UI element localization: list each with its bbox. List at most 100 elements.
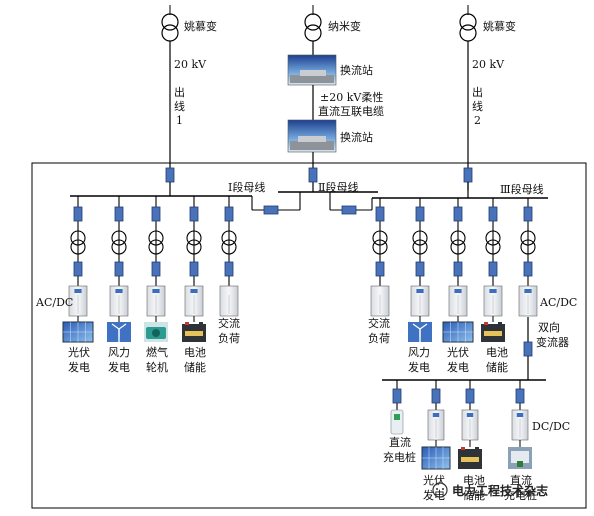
dc-charger-label-1: 直流 bbox=[389, 435, 411, 449]
right-load-2-line1: 风力 bbox=[408, 346, 430, 359]
transformer-icon bbox=[148, 230, 164, 246]
dc-pv-label-1: 光伏 bbox=[423, 473, 445, 487]
transformer-icon bbox=[412, 230, 428, 246]
bus2-label: Ⅱ段母线 bbox=[318, 180, 358, 194]
dc-feeder bbox=[508, 380, 532, 469]
right-feeder bbox=[518, 198, 538, 317]
left-load-3-line1: 燃气 bbox=[146, 345, 168, 359]
breaker-icon bbox=[463, 167, 473, 183]
breaker-icon bbox=[488, 261, 498, 277]
right-load-1-line2: 负荷 bbox=[368, 331, 390, 345]
gas-turbine-icon bbox=[144, 322, 168, 342]
breaker-icon bbox=[189, 206, 199, 222]
ev-charger-icon bbox=[390, 409, 404, 435]
left-feeder bbox=[144, 196, 168, 342]
right-feeders bbox=[370, 198, 538, 343]
right-load-2-line2: 发电 bbox=[408, 360, 430, 374]
left-load-captions: 光伏 发电 风力 发电 燃气 轮机 电池 储能 交流 负荷 bbox=[68, 316, 240, 374]
bidirectional-label-1: 双向 bbox=[538, 320, 560, 334]
breaker-icon bbox=[308, 167, 318, 183]
dc-battery-label-2: 储能 bbox=[463, 488, 485, 502]
pv-panel-icon bbox=[442, 321, 474, 343]
right-feeder bbox=[408, 198, 432, 342]
pv-panel-icon bbox=[62, 321, 94, 343]
breaker-icon bbox=[488, 206, 498, 222]
breaker-icon bbox=[375, 206, 385, 222]
dc-pv-label-2: 发电 bbox=[423, 488, 445, 502]
breaker-icon bbox=[114, 261, 124, 277]
source-right: 姚慕变 20 kV 出 线 2 bbox=[459, 5, 516, 190]
battery-icon bbox=[458, 447, 482, 469]
dc-subsystem: 双向 变流器 DC/DC 直流 充电桩 光伏 发电 电池 储能 直流 充电桩 bbox=[382, 317, 570, 502]
left-voltage-label: 20 kV bbox=[174, 58, 207, 71]
breaker-icon bbox=[151, 206, 161, 222]
dc-feeder bbox=[421, 380, 451, 470]
right-load-1-line1: 交流 bbox=[368, 316, 390, 330]
right-feeder bbox=[370, 198, 390, 317]
left-feeder-char2: 线 bbox=[174, 99, 185, 113]
transformer-icon bbox=[485, 230, 501, 246]
left-transformer-label: 姚慕变 bbox=[184, 19, 217, 33]
dc-battery-label-1: 电池 bbox=[463, 474, 485, 487]
breaker-icon bbox=[453, 261, 463, 277]
right-load-captions: 交流 负荷 风力 发电 光伏 发电 电池 储能 bbox=[368, 316, 508, 374]
transformer-icon bbox=[304, 13, 322, 31]
wind-turbine-icon bbox=[408, 322, 432, 342]
dc-charger-label-2: 充电桩 bbox=[383, 450, 416, 464]
breaker-icon bbox=[415, 206, 425, 222]
breaker-icon bbox=[224, 206, 234, 222]
transformer-icon bbox=[221, 230, 237, 246]
transformer-icon bbox=[459, 13, 477, 31]
right-load-3-line1: 光伏 bbox=[447, 345, 469, 359]
right-load-3-line2: 发电 bbox=[447, 360, 469, 374]
breaker-icon bbox=[151, 261, 161, 277]
left-load-5-line1: 交流 bbox=[218, 316, 240, 330]
transformer-icon bbox=[70, 230, 86, 246]
right-feeder-char1: 出 bbox=[472, 85, 483, 99]
breaker-icon bbox=[375, 261, 385, 277]
source-center: 纳米变 换流站 ±20 kV柔性 直流互联电缆 换流站 bbox=[287, 5, 384, 192]
left-feeder bbox=[182, 196, 206, 342]
transformer-icon bbox=[450, 230, 466, 246]
right-feeder-char2: 线 bbox=[472, 99, 483, 113]
bus1-label: Ⅰ段母线 bbox=[228, 180, 265, 194]
left-load-1-line1: 光伏 bbox=[68, 345, 90, 359]
breaker-icon bbox=[523, 341, 533, 357]
transformer-icon bbox=[161, 13, 179, 31]
right-feeder bbox=[442, 198, 474, 343]
breaker-icon bbox=[515, 388, 525, 404]
right-load-4-line1: 电池 bbox=[486, 346, 508, 359]
battery-icon bbox=[481, 322, 505, 342]
dc-feeder bbox=[390, 380, 404, 435]
bus-bars: Ⅰ段母线 Ⅱ段母线 Ⅲ段母线 bbox=[70, 180, 548, 215]
pv-panel-icon bbox=[421, 446, 451, 470]
breaker-icon bbox=[189, 261, 199, 277]
left-load-4-line1: 电池 bbox=[184, 346, 206, 359]
station-top-label: 换流站 bbox=[340, 63, 373, 77]
dc-charge2-label-2: 充电桩 bbox=[504, 488, 537, 502]
right-voltage-label: 20 kV bbox=[472, 58, 505, 71]
bidirectional-label-2: 变流器 bbox=[536, 335, 569, 349]
wechat-icon bbox=[432, 482, 448, 498]
source-left: 姚慕变 20 kV 出 线 1 bbox=[161, 5, 217, 183]
left-feeder-char1: 出 bbox=[174, 85, 185, 99]
breaker-icon bbox=[453, 206, 463, 222]
left-load-3-line2: 轮机 bbox=[146, 360, 168, 374]
left-load-1-line2: 发电 bbox=[68, 360, 90, 374]
right-transformer-label: 姚慕变 bbox=[483, 19, 516, 33]
breaker-icon bbox=[73, 206, 83, 222]
right-feeder-char3: 2 bbox=[474, 114, 481, 127]
left-feeder bbox=[219, 196, 239, 317]
cable-label-line1: ±20 kV柔性 bbox=[320, 90, 383, 104]
breaker-icon bbox=[415, 261, 425, 277]
breaker-icon bbox=[114, 206, 124, 222]
left-feeder-char3: 1 bbox=[176, 114, 183, 127]
breaker-icon bbox=[392, 388, 402, 404]
transformer-icon bbox=[186, 230, 202, 246]
transformer-icon bbox=[520, 230, 536, 246]
battery-icon bbox=[182, 322, 206, 342]
station-bottom-label: 换流站 bbox=[340, 130, 373, 144]
center-transformer-label: 纳米变 bbox=[328, 19, 361, 33]
left-feeder bbox=[62, 196, 94, 343]
